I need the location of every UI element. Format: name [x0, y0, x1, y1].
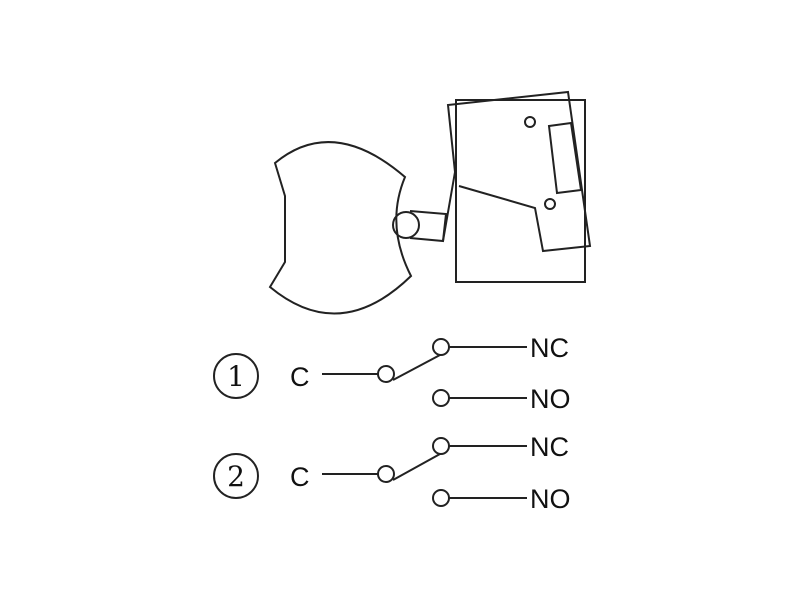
roller [392, 211, 420, 239]
roller-lever [392, 210, 448, 243]
number-circle [213, 453, 259, 499]
switch-blade [392, 453, 441, 481]
number-circle [213, 353, 259, 399]
pivot-hole [524, 116, 536, 128]
no-label: NO [530, 484, 571, 514]
schematic-2: 2 C NC NO [213, 432, 571, 514]
cam [268, 141, 413, 315]
common-terminal [377, 365, 395, 383]
nc-label: NC [530, 432, 569, 462]
nc-terminal [432, 338, 450, 356]
switch-blade [392, 354, 441, 381]
common-label: C [290, 362, 310, 392]
schematic-number: 2 [227, 460, 245, 493]
common-label: C [290, 462, 310, 492]
nc-label: NC [530, 333, 569, 363]
actuator-plate [442, 90, 592, 253]
no-terminal [432, 489, 450, 507]
common-terminal [377, 465, 395, 483]
no-terminal [432, 389, 450, 407]
schematic-number: 1 [227, 360, 245, 393]
contact-slot [547, 121, 583, 195]
no-label: NO [530, 384, 571, 414]
switch-housing [455, 99, 586, 283]
nc-terminal [432, 437, 450, 455]
pivot-hole [544, 198, 556, 210]
schematic-1: 1 C NC NO [213, 333, 571, 414]
